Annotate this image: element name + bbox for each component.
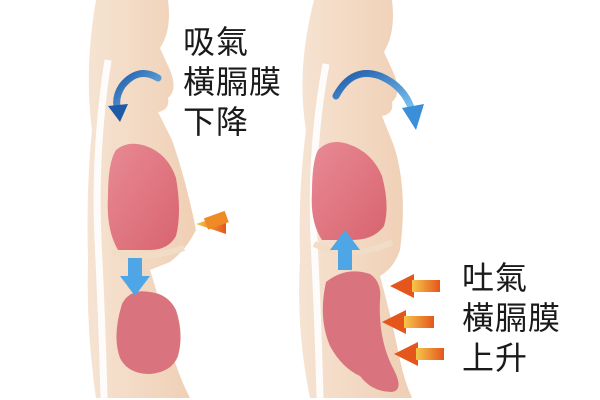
inhale-airflow-arrow-icon — [113, 70, 162, 116]
diaphragm-down-arrow-icon — [120, 258, 150, 296]
diaphragm-up-arrow-icon — [330, 230, 360, 270]
exhale-caption-line-1: 吐氣 — [462, 259, 529, 297]
exhale-push-arrow-icon-1 — [390, 274, 440, 298]
inhale-caption-line-2: 橫膈膜 — [183, 63, 283, 101]
inhale-caption-line-1: 吸氣 — [183, 23, 250, 61]
exhale-lung — [311, 142, 387, 240]
inhale-spine — [93, 59, 112, 399]
exhale-push-arrow-icon-2 — [382, 310, 434, 334]
exhale-caption-line-3: 上升 — [462, 339, 529, 377]
exhale-caption: 吐氣 橫膈膜 上升 — [462, 258, 561, 378]
exhale-caption-line-2: 橫膈膜 — [462, 299, 562, 337]
inhale-stomach — [116, 291, 181, 374]
inhale-airflow-arrowhead-icon — [108, 104, 128, 122]
inhale-push-arrow-icon — [196, 210, 229, 234]
inhale-caption-line-3: 下降 — [183, 103, 250, 141]
exhale-airflow-arrowhead-icon — [402, 104, 424, 130]
exhale-figure — [299, 0, 444, 399]
exhale-stomach — [322, 271, 399, 392]
inhale-caption: 吸氣 橫膈膜 下降 — [183, 22, 282, 142]
exhale-push-arrow-icon-3 — [394, 342, 444, 366]
inhale-figure — [87, 0, 229, 399]
exhale-spine — [309, 63, 330, 399]
inhale-lung — [107, 143, 179, 250]
inhale-diaphragm — [110, 245, 185, 260]
exhale-airflow-arrow-icon — [332, 70, 416, 114]
